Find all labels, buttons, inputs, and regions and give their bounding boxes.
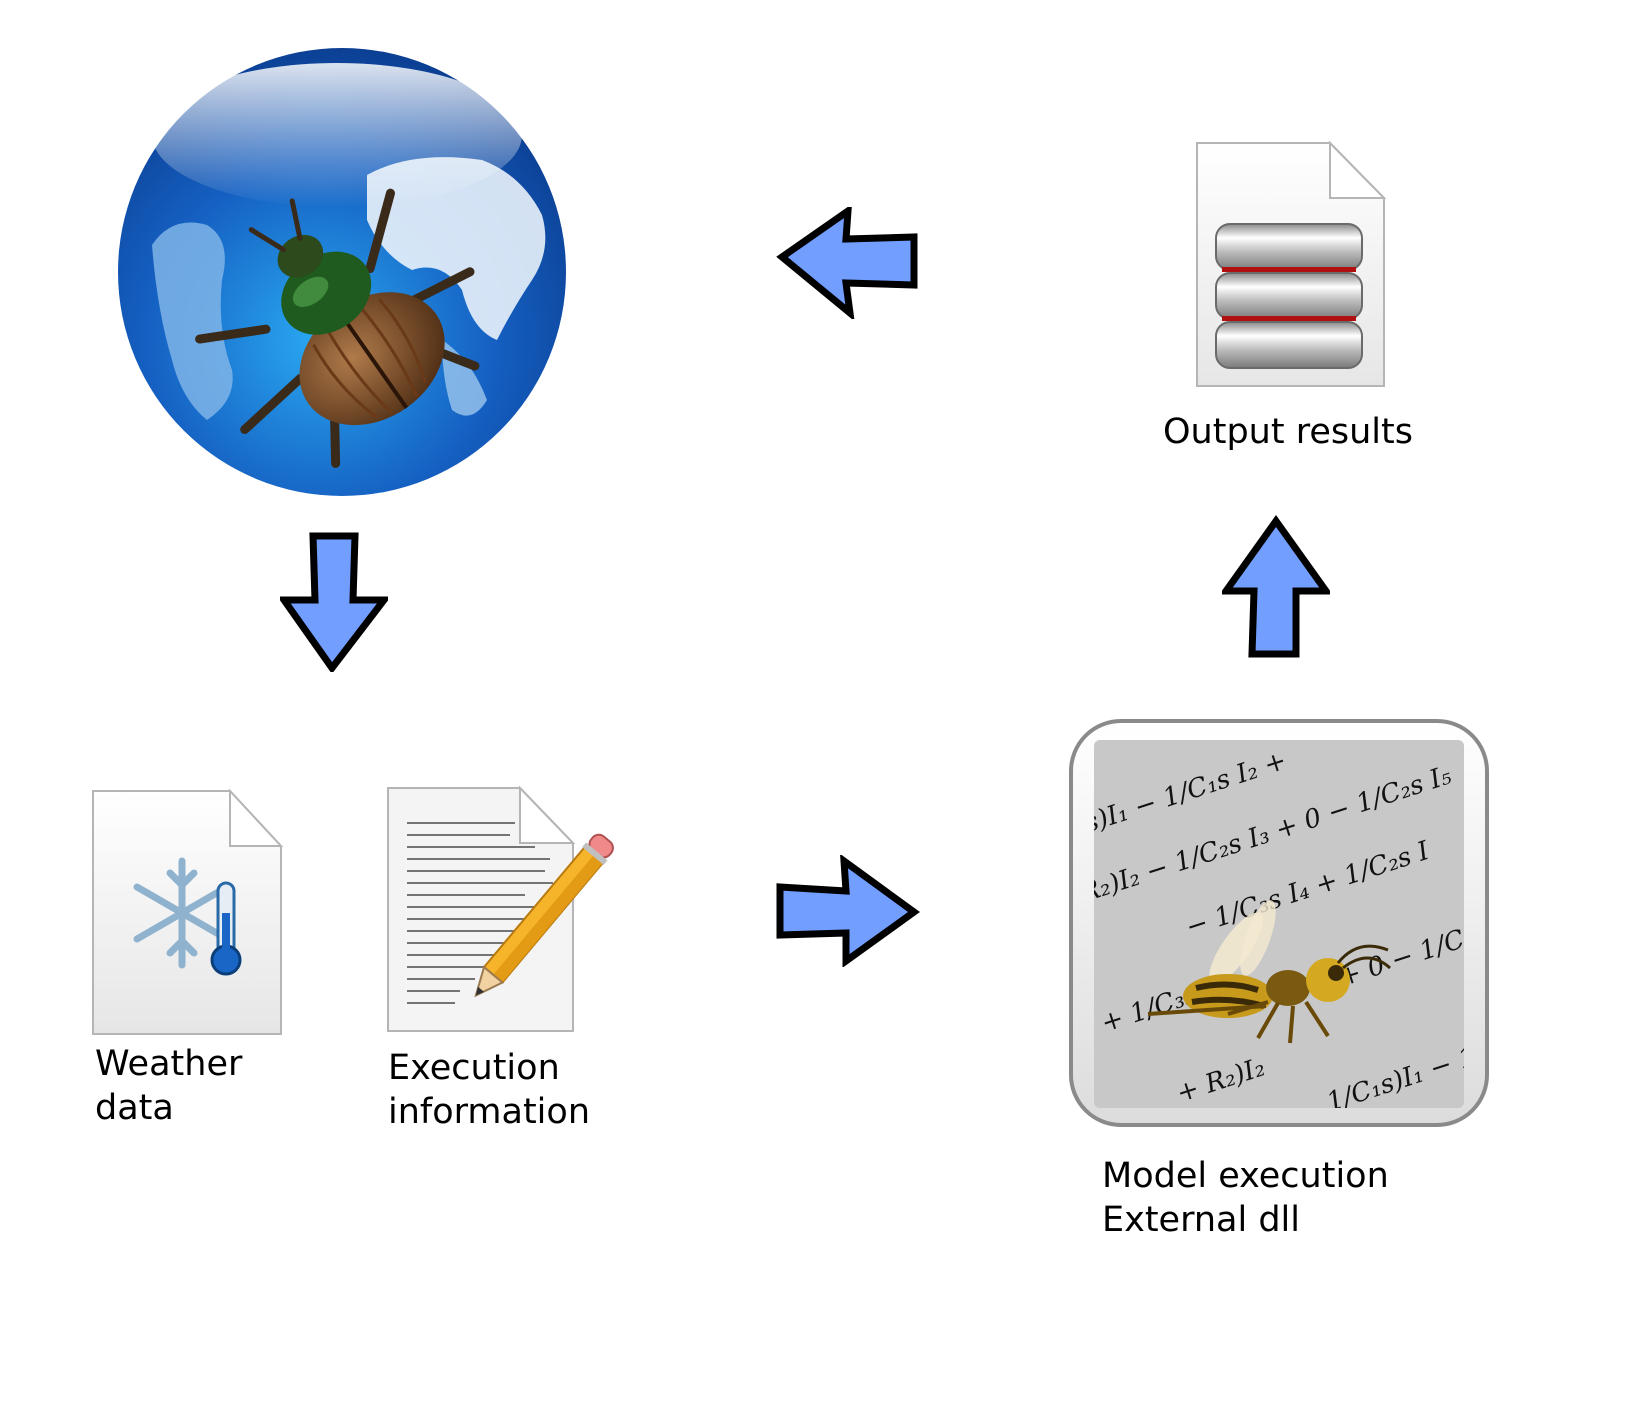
execution-label: Execution information xyxy=(388,1048,591,1132)
weather-file-icon xyxy=(92,788,284,1035)
arrow-up-icon xyxy=(1222,515,1330,660)
execution-file-node xyxy=(385,785,617,1035)
globe-beetle-icon xyxy=(118,48,566,496)
model-node: 1/C₁s)I₁ − 1/C₁s I₂ + + R₂)I₂ − 1/C₂s I₃… xyxy=(1068,718,1490,1128)
model-label: Model execution External dll xyxy=(1102,1156,1389,1240)
text-file-pencil-icon xyxy=(387,785,614,1032)
database-file-icon xyxy=(1196,140,1387,387)
weather-file-node xyxy=(90,788,284,1038)
equations-wasp-icon: 1/C₁s)I₁ − 1/C₁s I₂ + + R₂)I₂ − 1/C₂s I₃… xyxy=(1069,719,1489,1127)
globe-node xyxy=(112,40,572,500)
arrow-down-icon xyxy=(280,532,388,672)
output-label: Output results xyxy=(1163,412,1413,452)
output-file-node xyxy=(1194,140,1388,390)
arrow-right-icon xyxy=(776,855,921,967)
arrow-left-icon xyxy=(776,207,921,319)
weather-label: Weather data xyxy=(95,1044,243,1128)
